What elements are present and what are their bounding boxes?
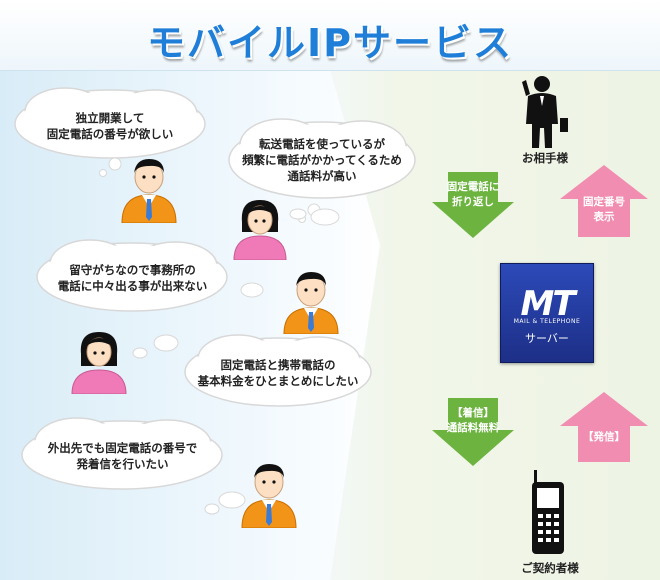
caller-on-phone-icon bbox=[522, 76, 568, 148]
caller-label: お相手様 bbox=[522, 151, 568, 165]
wish-3-line-2: 電話に中々出る事が出来ない bbox=[57, 279, 208, 293]
woman-icon bbox=[233, 200, 287, 260]
wish-4-line-2: 基本料金をひとまとめにしたい bbox=[197, 374, 359, 388]
callback-arrow-line-2: 折り返し bbox=[452, 196, 494, 208]
server-logo-subtitle: MAIL & TELEPHONE bbox=[513, 318, 581, 325]
wish-1-line-2: 固定電話の番号が欲しい bbox=[46, 127, 174, 141]
server-label: サーバー bbox=[525, 332, 569, 345]
wish-5-line-1: 外出先でも固定電話の番号で bbox=[47, 441, 198, 455]
up-arrow-icon bbox=[560, 392, 648, 462]
up-arrow-icon bbox=[560, 165, 648, 237]
businessman-icon bbox=[121, 159, 177, 223]
mt-server: MT MAIL & TELEPHONE サーバー bbox=[500, 263, 594, 363]
cloud-shape bbox=[14, 87, 206, 177]
businessman-icon bbox=[283, 272, 339, 334]
incoming-call-line-1: 【着信】 bbox=[452, 407, 494, 419]
wish-2-line-2: 頻繁に電話がかかってくるため bbox=[242, 153, 402, 167]
wish-bubble-4: 固定電話と携帯電話の 基本料金をひとまとめにしたい bbox=[178, 327, 378, 417]
number-display-line-1: 固定番号 bbox=[583, 196, 625, 208]
title-bar: モバイルIPサービス bbox=[0, 0, 660, 71]
wish-4-line-1: 固定電話と携帯電話の bbox=[220, 358, 336, 372]
businessman-icon bbox=[241, 464, 297, 528]
wish-1-line-1: 独立開業して bbox=[75, 111, 145, 125]
mobile-phone-icon bbox=[532, 470, 564, 554]
down-arrow-icon bbox=[432, 398, 514, 466]
page-title: モバイルIPサービス bbox=[147, 21, 513, 65]
callback-arrow-line-1: 固定電話に bbox=[446, 181, 500, 193]
down-arrow-icon bbox=[432, 172, 514, 238]
wish-2-line-1: 転送電話を使っているが bbox=[259, 137, 385, 151]
wish-bubble-3: 留守がちなので事務所の 電話に中々出る事が出来ない bbox=[30, 232, 235, 327]
incoming-call-line-2: 通話料無料 bbox=[446, 422, 500, 434]
server-logo: MT bbox=[520, 284, 575, 324]
callback-arrow: 固定電話に 折り返し bbox=[432, 172, 514, 238]
incoming-call-arrow: 【着信】 通話料無料 bbox=[432, 398, 514, 466]
number-display-line-2: 表示 bbox=[593, 211, 615, 223]
outgoing-call-line-1: 【発信】 bbox=[583, 431, 625, 443]
wish-5-line-2: 発着信を行いたい bbox=[76, 457, 169, 471]
wish-3-line-1: 留守がちなので事務所の bbox=[69, 263, 196, 277]
cloud-shape bbox=[184, 334, 372, 407]
wish-bubble-5: 外出先でも固定電話の番号で 発着信を行いたい bbox=[15, 410, 230, 510]
wish-bubble-1: 独立開業して 固定電話の番号が欲しい bbox=[5, 82, 215, 177]
number-display-arrow: 固定番号 表示 bbox=[560, 165, 648, 237]
cloud-shape bbox=[36, 239, 228, 312]
outgoing-call-arrow: 【発信】 bbox=[560, 392, 648, 462]
cloud-shape bbox=[21, 417, 223, 490]
wish-bubble-2: 転送電話を使っているが 頻繁に電話がかかってくるため 通話料が高い bbox=[222, 115, 422, 225]
subscriber-label: ご契約者様 bbox=[521, 561, 579, 575]
cloud-shape bbox=[228, 118, 416, 223]
woman-icon bbox=[71, 332, 127, 394]
wish-2-line-3: 通話料が高い bbox=[287, 169, 357, 183]
